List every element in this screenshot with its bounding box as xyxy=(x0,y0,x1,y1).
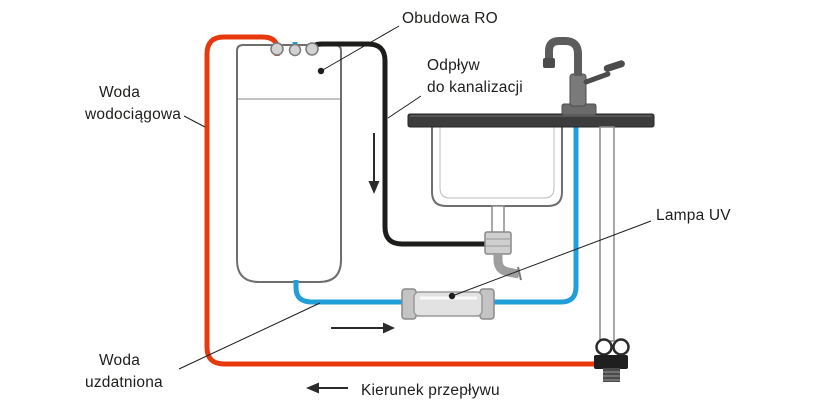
flow-arrow-down xyxy=(368,133,380,194)
kitchen-sink xyxy=(431,126,563,281)
faucet-handle xyxy=(583,71,611,85)
labels: Obudowa RO Odpływ do kanalizacji Woda wo… xyxy=(84,10,731,399)
leader-dot-lampa-uv xyxy=(448,292,456,300)
leader-odplyw xyxy=(387,95,422,119)
label-obudowa-ro: Obudowa RO xyxy=(402,10,498,27)
label-woda-wodociagowa-line2: wodociągowa xyxy=(84,106,181,123)
housing-ports xyxy=(270,42,319,57)
leader-woda-uzdatniona xyxy=(178,302,321,370)
tap-water-pipe xyxy=(204,34,596,367)
countertop xyxy=(407,113,655,128)
port-outlet xyxy=(288,43,302,57)
faucet-spout xyxy=(545,37,582,76)
label-odplyw-line2: do kanalizacji xyxy=(427,79,523,96)
label-woda-uzdatniona-line1: Woda xyxy=(99,352,140,369)
faucet-spout-tip xyxy=(543,58,555,68)
ro-filter-housing xyxy=(236,44,342,283)
water-supply-valve xyxy=(594,338,630,382)
flow-arrow-left xyxy=(306,382,348,394)
leader-lines xyxy=(178,25,652,370)
leader-obudowa-ro xyxy=(320,25,400,72)
label-lampa-uv: Lampa UV xyxy=(656,207,731,224)
faucet xyxy=(543,37,625,116)
flexible-hose xyxy=(599,126,615,342)
drain-tailpiece xyxy=(491,205,505,235)
label-odplyw-line1: Odpływ xyxy=(427,57,480,74)
port-drain xyxy=(305,42,319,56)
flow-arrow-right xyxy=(331,322,395,334)
label-kierunek-przeplywu: Kierunek przepływu xyxy=(361,382,500,399)
leader-woda-wodociagowa xyxy=(183,115,206,128)
port-inlet xyxy=(270,42,284,56)
label-woda-uzdatniona-line2: uzdatniona xyxy=(85,374,163,391)
uv-lamp xyxy=(401,288,495,320)
drain-nut xyxy=(484,231,512,255)
label-woda-wodociagowa-line1: Woda xyxy=(99,84,140,101)
leader-dot-obudowa xyxy=(317,67,325,75)
leader-lampa-uv xyxy=(451,220,652,297)
drain-trap xyxy=(493,254,520,279)
